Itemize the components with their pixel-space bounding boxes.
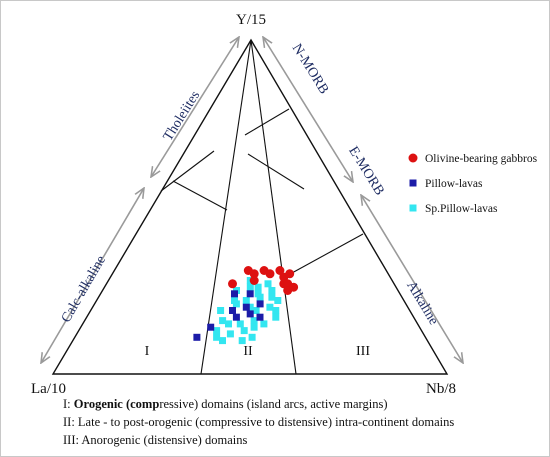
point-series-1-5 xyxy=(193,333,201,341)
point-series-2-8 xyxy=(266,303,274,311)
note-text: : xyxy=(67,397,74,411)
point-series-2-17 xyxy=(260,320,268,328)
point-series-0-12 xyxy=(285,269,295,279)
point-series-2-22 xyxy=(236,320,244,328)
point-series-0-9 xyxy=(289,282,299,292)
point-series-2-5 xyxy=(268,287,276,294)
point-series-2-12 xyxy=(242,297,250,304)
point-series-0-10 xyxy=(228,279,237,289)
note-line: II: Late - to post-orogenic (compressive… xyxy=(63,413,533,431)
arrow-calc-alkaline xyxy=(41,188,144,363)
arrow-tholeiites xyxy=(151,37,239,177)
field-boundaries xyxy=(160,39,364,375)
point-series-1-8 xyxy=(256,313,264,321)
field-label-ii: II xyxy=(243,344,253,359)
point-series-2-25 xyxy=(213,333,221,341)
point-series-2-15 xyxy=(250,317,258,325)
point-series-0-3 xyxy=(265,269,275,279)
point-series-2-18 xyxy=(225,320,232,328)
point-series-2-29 xyxy=(238,337,246,345)
point-series-1-1 xyxy=(246,290,254,298)
data-points xyxy=(193,266,299,345)
point-series-1-9 xyxy=(229,307,236,314)
point-series-2-14 xyxy=(252,307,260,314)
vertex-label-top: Y/15 xyxy=(236,12,266,28)
arrow-alkaline xyxy=(361,195,463,363)
side-label-emorb: E-MORB xyxy=(345,144,387,198)
point-series-2-1 xyxy=(246,283,254,291)
point-series-2-26 xyxy=(272,313,280,321)
point-series-2-13 xyxy=(246,303,254,311)
note-text: III: Anorogenic (distensive) domains xyxy=(63,433,248,447)
point-series-2-28 xyxy=(248,333,256,341)
point-series-2-19 xyxy=(219,317,227,325)
side-label-alkaline: Alkaline xyxy=(403,279,441,328)
point-series-0-1 xyxy=(249,269,259,279)
point-series-2-11 xyxy=(232,300,240,308)
point-series-2-7 xyxy=(274,297,282,304)
point-series-0-4 xyxy=(275,266,285,275)
point-series-2-4 xyxy=(256,293,264,301)
point-series-2-16 xyxy=(250,323,258,331)
point-series-0-11 xyxy=(249,276,259,285)
legend-marker-2 xyxy=(409,204,417,212)
legend: Olivine-bearing gabbrosPillow-lavasSp.Pi… xyxy=(408,153,538,215)
field-label-i: I xyxy=(145,344,150,359)
point-series-1-6 xyxy=(232,313,240,321)
note-text: I xyxy=(63,397,68,411)
note-line: III: Anorogenic (distensive) domains xyxy=(63,431,533,449)
note-text: II: Late - to post-orogenic (compressive… xyxy=(63,415,455,429)
point-series-2-24 xyxy=(226,330,234,338)
ternary-diagram: Y/15 La/10 Nb/8 Tholeiites Calc-alkaline… xyxy=(31,12,538,396)
point-series-2-23 xyxy=(240,327,248,335)
point-series-1-7 xyxy=(256,300,264,308)
point-series-2-31 xyxy=(213,327,221,335)
field-label-iii: III xyxy=(356,344,370,359)
point-series-2-20 xyxy=(217,307,225,314)
note-line: I: Orogenic (compressive) domains (islan… xyxy=(63,395,533,413)
point-series-1-0 xyxy=(231,290,238,298)
side-label-tholeiites: Tholeiites xyxy=(161,88,203,143)
point-series-2-9 xyxy=(272,307,280,314)
legend-label-2: Sp.Pillow-lavas xyxy=(425,203,498,215)
field-notes: I: Orogenic (compressive) domains (islan… xyxy=(63,395,533,449)
point-series-1-4 xyxy=(207,323,215,331)
note-text: Orogenic (comp xyxy=(73,397,160,411)
point-series-2-2 xyxy=(254,283,262,291)
vertex-label-left: La/10 xyxy=(31,381,66,396)
side-label-calc-alkaline: Calc-alkaline xyxy=(59,253,109,325)
point-series-2-6 xyxy=(268,293,276,301)
note-text: ressive) domains (island arcs, active ma… xyxy=(159,397,388,411)
legend-label-1: Pillow-lavas xyxy=(425,178,483,190)
point-series-2-27 xyxy=(264,280,272,288)
ternary-triangle xyxy=(51,38,449,375)
arrow-nmorb xyxy=(263,37,353,182)
point-series-1-3 xyxy=(246,310,254,318)
point-series-2-30 xyxy=(219,337,226,345)
point-series-1-2 xyxy=(242,303,250,311)
legend-marker-1 xyxy=(409,179,417,187)
legend-marker-0 xyxy=(408,153,418,163)
vertex-label-right: Nb/8 xyxy=(426,381,456,396)
legend-label-0: Olivine-bearing gabbros xyxy=(425,153,538,165)
